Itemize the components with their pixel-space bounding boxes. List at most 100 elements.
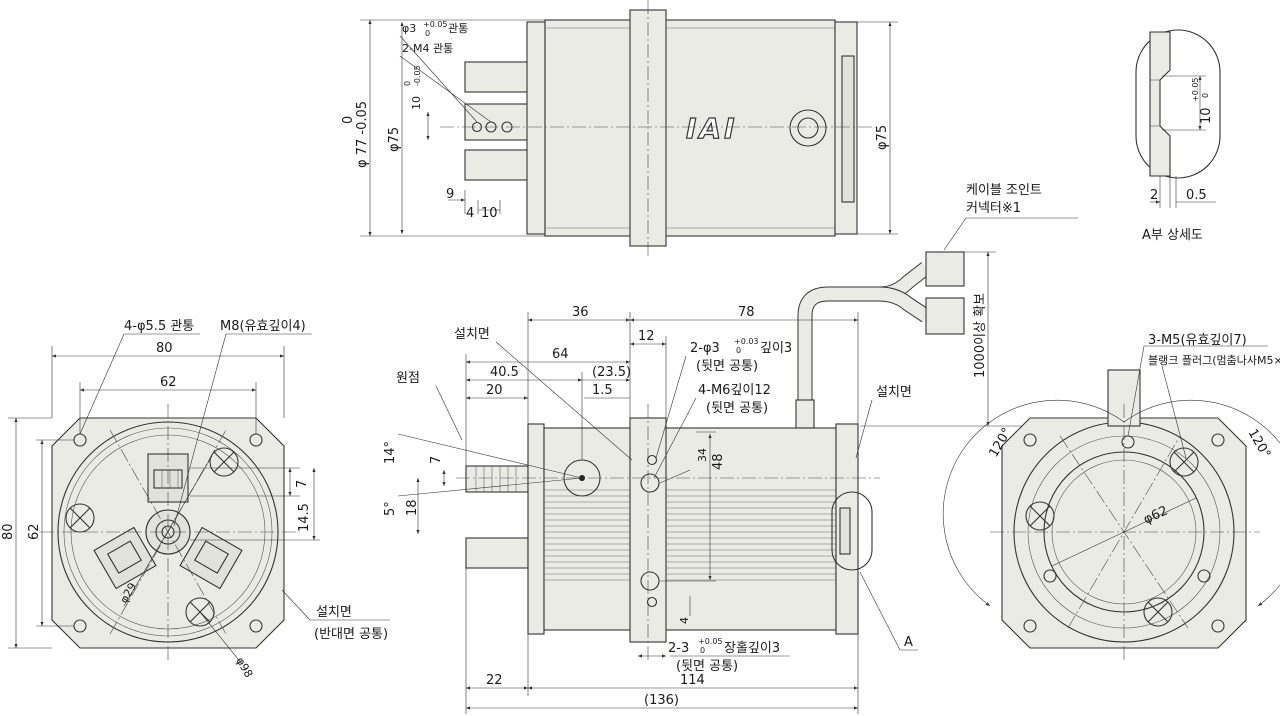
connector-label-2: 커넥터※1 [966, 201, 1021, 216]
top-connector-boss [789, 109, 827, 147]
side-m6-lower [640, 571, 660, 591]
side-dim-20: 20 [486, 383, 503, 398]
front-jaw-right [179, 526, 243, 590]
back-plug-note: 블랭크 플러그(멈춤나사M5×6) [1148, 354, 1280, 367]
side-dim-40-5: 40.5 [490, 365, 519, 380]
front-dim-7: 7 [295, 480, 310, 488]
side-note-phi3-c: (뒷면 공통) [696, 359, 758, 374]
top-jaw-upper [464, 61, 530, 93]
front-view: 4-φ5.5 관통 M8(유효깊이4) 80 62 80 62 7 14.5 φ… [1, 319, 390, 680]
front-install-label: 설치면 [316, 605, 352, 620]
top-m4-note: 2-M4 관통 [402, 42, 453, 55]
side-main-body [543, 427, 837, 631]
back-m5-right [1197, 569, 1211, 583]
side-dim-4: 4 [678, 617, 691, 624]
front-dim-14-5: 14.5 [297, 503, 312, 532]
side-pin-hole-lower [646, 596, 658, 608]
side-dim-18: 18 [405, 499, 420, 516]
cable-gland [795, 399, 815, 429]
cable-connector-lower [925, 297, 965, 335]
side-dim-64: 64 [552, 347, 569, 362]
iai-logo: IAI [686, 112, 738, 145]
detail-a-outline [1135, 29, 1221, 179]
side-origin: 원점 [396, 371, 420, 386]
side-note-slot-a: 2-3 [668, 641, 689, 656]
side-dim-22: 22 [486, 673, 503, 688]
side-note-phi3-tol-upper: +0.03 [734, 337, 759, 346]
front-install-sub: (반대면 공통) [314, 627, 388, 642]
side-front-flange [527, 423, 545, 635]
side-dim-36: 36 [572, 305, 589, 320]
side-dim-78: 78 [738, 305, 755, 320]
side-detail-a-marker [831, 491, 873, 571]
side-note-slot-c: (뒷면 공통) [676, 659, 738, 674]
side-install-left: 설치면 [454, 327, 490, 342]
detail-a-label: A부 상세도 [1142, 228, 1203, 243]
side-m6-upper [640, 473, 660, 493]
side-note-slot-tol-upper: +0.05 [698, 637, 723, 646]
detail-a: 10 +0.05 0 2 0.5 A부 상세도 [1135, 29, 1221, 243]
back-m5-left [1043, 569, 1057, 583]
side-dim-34: 34 [696, 448, 709, 462]
side-dim-48: 48 [711, 453, 726, 470]
top-dim-10: 10 [410, 96, 423, 110]
side-install-right: 설치면 [876, 385, 912, 400]
connector-label-1: 케이블 조인트 [966, 183, 1042, 198]
top-hole-note: φ3 [402, 22, 416, 35]
front-bolt-upper [209, 447, 239, 477]
cable-length-note: 1000이상 확보 [973, 293, 988, 378]
side-note-m6: 4-M6깊이12 [698, 383, 771, 398]
detail-a-dim-2: 2 [1150, 188, 1158, 203]
back-plug-lower [1143, 597, 1173, 627]
side-dim-136: (136) [644, 693, 679, 708]
front-bolt-lower [185, 597, 215, 627]
side-note-m6-sub: (뒷면 공통) [706, 401, 768, 416]
back-angle-right: 120° [1245, 427, 1274, 462]
top-hole-suffix: 관통 [448, 22, 468, 35]
side-shaft [465, 465, 529, 493]
front-dim-62-w: 62 [160, 375, 177, 390]
top-main-body [544, 19, 836, 237]
side-dim-12: 12 [638, 329, 655, 344]
back-m5-note: 3-M5(유효깊이7) [1148, 333, 1247, 348]
top-dim-phi77-upper: 0 [341, 116, 356, 124]
top-front-flange [526, 21, 546, 235]
back-hole-b [1211, 433, 1225, 447]
side-dim-7: 7 [429, 456, 444, 464]
back-plug-upper [1169, 447, 1199, 477]
top-dim-10-upper: 0 [403, 81, 412, 86]
back-hole-a [1023, 433, 1037, 447]
top-rear-plate [841, 55, 855, 203]
side-lower-jaw [465, 537, 529, 569]
front-hole-note: 4-φ5.5 관통 [124, 319, 194, 334]
back-view: 3-M5(유효깊이7) 블랭크 플러그(멈춤나사M5×6) 120° 120° … [942, 333, 1280, 660]
front-dim-62-h: 62 [27, 523, 42, 540]
side-dim-23-5: (23.5) [592, 365, 631, 380]
side-dim-14deg: 14° [383, 441, 398, 464]
top-view: IAI φ3 +0.05 0 관통 2-M4 관통 10 0 -0.05 φ 7… [341, 0, 898, 256]
side-note-phi3-b: 깊이3 [760, 341, 792, 356]
front-hole-d [249, 619, 263, 633]
side-pin-hole-upper [646, 454, 658, 466]
detail-a-dim-10-lower: 0 [1201, 93, 1210, 98]
top-connector-bore [797, 117, 819, 139]
side-dim-1-5: 1.5 [592, 383, 613, 398]
cable-connector-upper [925, 251, 965, 287]
top-dim-4: 4 [466, 206, 474, 221]
side-note-phi3-tol-lower: 0 [736, 346, 741, 355]
top-dim-9: 9 [446, 187, 454, 202]
front-thread-note: M8(유효깊이4) [220, 319, 306, 334]
top-dim-10-lower: -0.05 [413, 65, 422, 86]
detail-a-dim-10-upper: +0.05 [1191, 77, 1200, 102]
detail-a-dim-05: 0.5 [1186, 188, 1207, 203]
top-jaw-base [464, 103, 530, 141]
side-cooling-fins [544, 489, 836, 581]
top-hole-tol-upper: +0.05 [423, 20, 448, 29]
cable-assembly: 케이블 조인트 커넥터※1 1000이상 확보 [795, 183, 1100, 429]
top-dim-phi75-right: φ75 [875, 125, 890, 150]
top-dim-phi75-left: φ75 [387, 127, 402, 152]
side-note-phi3-a: 2-φ3 [690, 341, 720, 356]
side-dim-5deg: 5° [383, 501, 398, 516]
top-jaw-lower [464, 149, 530, 181]
